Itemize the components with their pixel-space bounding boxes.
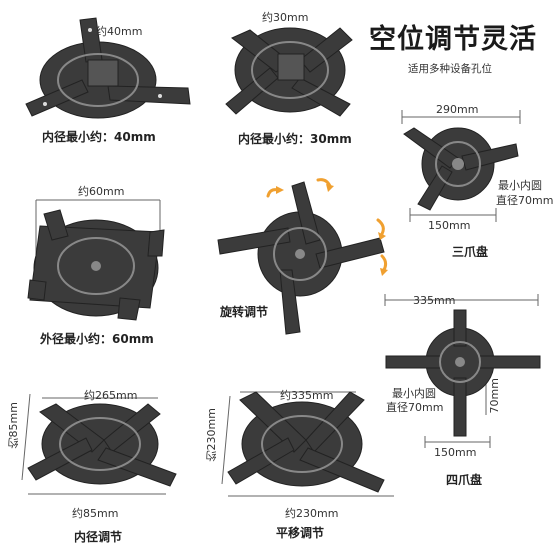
- panel2-caption: 内径最小约：30mm: [238, 132, 352, 146]
- panel8-dimension-side: 约230mm: [205, 408, 218, 462]
- page-subtitle: 适用多种设备孔位: [408, 63, 492, 75]
- panel3-caption: 三爪盘: [452, 245, 489, 259]
- panel7-caption: 内径调节: [74, 530, 123, 544]
- panel3-note-line2: 直径70mm: [496, 194, 554, 207]
- panel3-dimension-bottom: 150mm: [428, 219, 471, 232]
- rotate-arrow-4: [380, 254, 388, 272]
- panel3-note-line1: 最小内圆: [498, 179, 542, 192]
- panel6-caption: 四爪盘: [446, 473, 483, 487]
- panel2-dimension: 约30mm: [262, 11, 309, 24]
- panel1-caption: 内径最小约：40mm: [42, 130, 156, 144]
- panel6-note-line1: 最小内圆: [392, 387, 436, 400]
- panel6-dimension-top: 335mm: [413, 294, 456, 307]
- panel8-caption: 平移调节: [276, 526, 325, 540]
- page-title: 空位调节灵活: [369, 24, 537, 55]
- panel4-caption: 外径最小约：60mm: [40, 332, 154, 346]
- panel3-dimension-top: 290mm: [436, 103, 479, 116]
- panel6-dimension-bottom: 150mm: [434, 446, 477, 459]
- panel1-dimension: 约40mm: [96, 25, 143, 38]
- panel8-dimension-top: 约335mm: [280, 389, 334, 402]
- panel4-dimension: 约60mm: [78, 185, 125, 198]
- panel6-note-line2: 直径70mm: [386, 401, 444, 414]
- panel8-dimension-bottom: 约230mm: [285, 507, 339, 520]
- panel7-dimension-bottom: 约85mm: [72, 507, 119, 520]
- panel5-caption: 旋转调节: [220, 305, 269, 319]
- panel7-dimension-top: 约265mm: [84, 389, 138, 402]
- rotate-arrow-2: [316, 178, 332, 188]
- rotate-arrow-3: [376, 218, 385, 236]
